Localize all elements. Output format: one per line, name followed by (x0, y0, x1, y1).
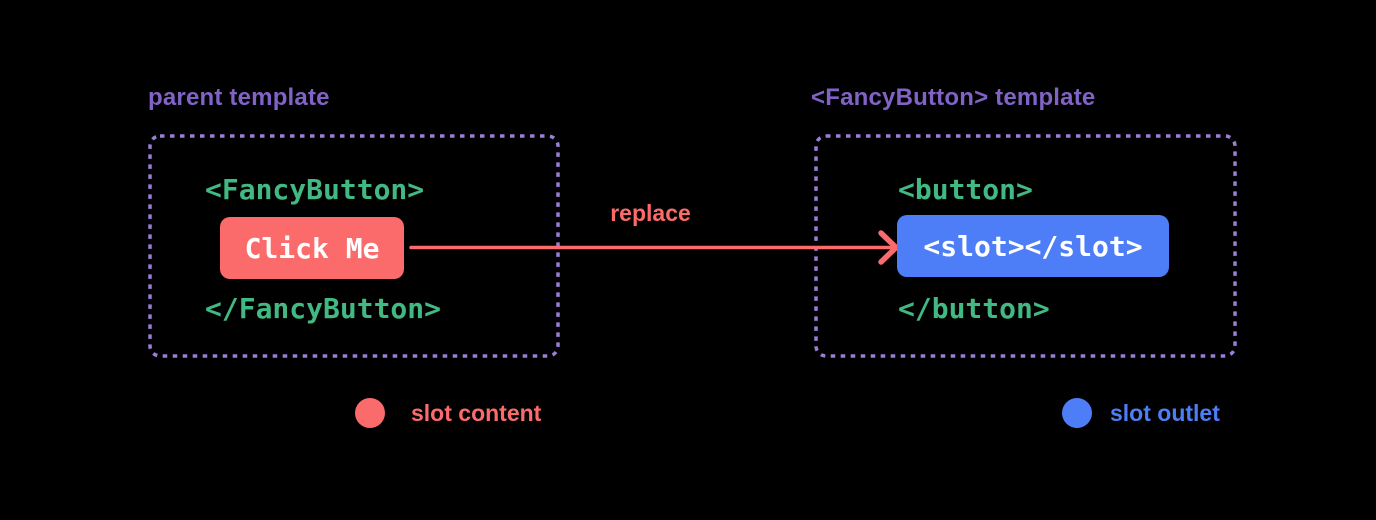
fancybutton-close-tag: </FancyButton> (205, 292, 442, 325)
slot-outlet-dot-icon (1062, 398, 1092, 428)
fancybutton-open-tag: <FancyButton> (205, 173, 425, 206)
slot-outlet-box: <slot></slot> (897, 215, 1169, 277)
click-me-slot-content: Click Me (220, 217, 404, 279)
slot-outlet-legend-label: slot outlet (1110, 400, 1220, 426)
slot-tag-label: <slot></slot> (923, 229, 1143, 263)
parent-template-label: parent template (148, 84, 330, 111)
replace-label: replace (610, 200, 691, 226)
slot-content-dot-icon (355, 398, 385, 428)
button-close-tag: </button> (898, 292, 1050, 325)
slot-content-legend-label: slot content (411, 400, 542, 426)
button-open-tag: <button> (898, 173, 1033, 206)
fancybutton-template-label: <FancyButton> template (811, 84, 1096, 111)
replace-arrow-icon (409, 230, 899, 265)
click-me-label: Click Me (244, 231, 380, 265)
